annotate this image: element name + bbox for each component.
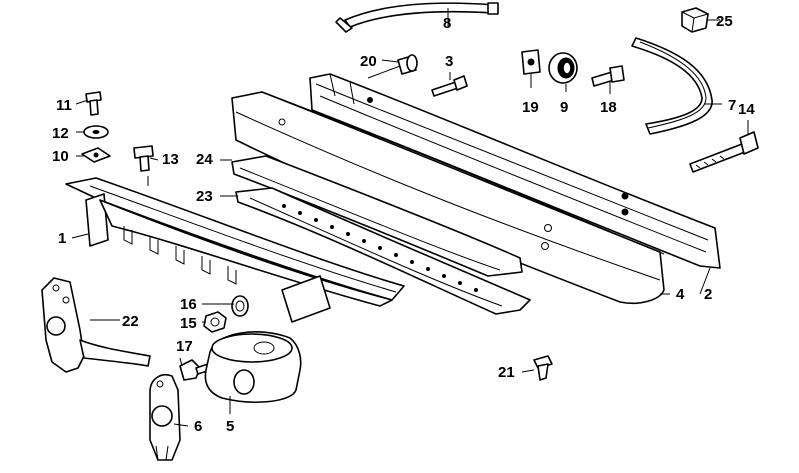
part-5-spacer — [204, 331, 302, 403]
part-16-ring — [231, 295, 249, 317]
part-3-screw — [431, 75, 468, 97]
part-11-bolt — [85, 91, 102, 116]
part-12-washer — [83, 125, 109, 139]
callout-1: 1 — [58, 230, 66, 247]
callout-12: 12 — [52, 125, 69, 142]
part-20-rivet — [367, 54, 418, 79]
callout-15: 15 — [180, 315, 197, 332]
part-1-bracket-carrier — [65, 177, 405, 323]
part-19-nut-clip — [521, 49, 541, 75]
callout-24: 24 — [196, 151, 213, 168]
part-9-grommet — [548, 52, 578, 84]
part-13-stud — [133, 145, 154, 172]
callout-8: 8 — [443, 15, 451, 32]
hole-row — [282, 204, 478, 292]
callout-5: 5 — [226, 418, 234, 435]
callout-10: 10 — [52, 148, 69, 165]
part-2-carrier — [309, 73, 721, 269]
callout-19: 19 — [522, 99, 539, 116]
callout-2: 2 — [704, 286, 712, 303]
callout-13: 13 — [162, 151, 179, 168]
part-14-long-bolt — [689, 131, 759, 173]
part-10-square-washer — [81, 147, 111, 163]
part-15-nut — [203, 311, 227, 333]
callout-labels: 1 2 3 4 5 6 7 8 9 10 11 12 13 14 15 16 1… — [52, 13, 755, 435]
callout-3: 3 — [445, 53, 453, 70]
part-4-bumper-shell — [231, 91, 665, 305]
callout-25: 25 — [716, 13, 733, 30]
part-25-clip — [681, 7, 709, 33]
callout-6: 6 — [194, 418, 202, 435]
part-7-seal — [631, 37, 713, 135]
callout-20: 20 — [360, 53, 377, 70]
part-8-rubber-strip — [335, 2, 499, 33]
callout-18: 18 — [600, 99, 617, 116]
part-23-lower-strip — [235, 187, 531, 315]
callout-7: 7 — [728, 97, 736, 114]
callout-4: 4 — [676, 286, 685, 303]
part-21-clip — [533, 355, 553, 381]
callout-21: 21 — [498, 364, 515, 381]
part-24-trim-strip — [231, 155, 523, 277]
callout-16: 16 — [180, 296, 197, 313]
part-6-hinge-plate — [149, 374, 181, 461]
callout-9: 9 — [560, 99, 568, 116]
part-18-bolt — [591, 65, 625, 87]
callout-17: 17 — [176, 338, 193, 355]
callout-22: 22 — [122, 313, 139, 330]
leader-lines — [71, 8, 749, 427]
callout-14: 14 — [738, 101, 755, 118]
callout-11: 11 — [56, 97, 72, 114]
callout-23: 23 — [196, 188, 213, 205]
part-22-bracket — [41, 277, 151, 373]
